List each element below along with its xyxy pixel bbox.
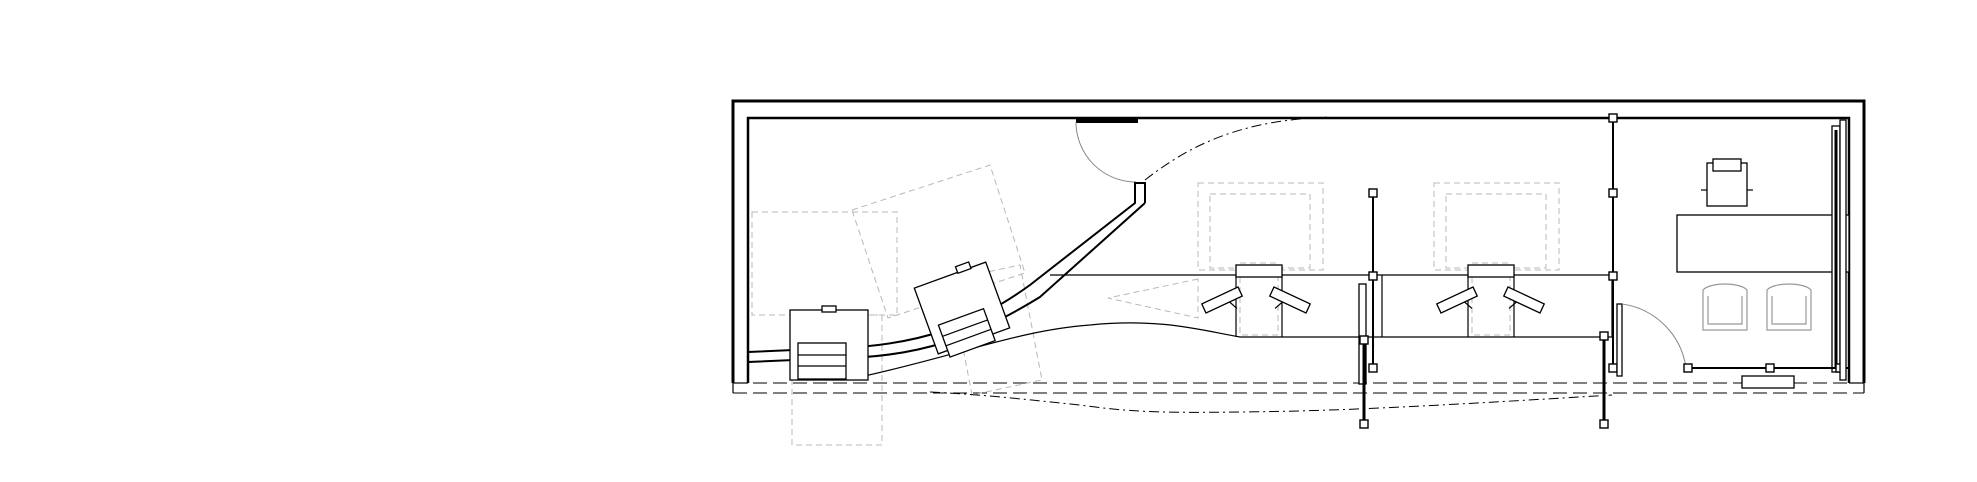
lounge-chairs xyxy=(1702,283,1812,331)
right-edge-panel xyxy=(1839,119,1847,381)
curved-track xyxy=(747,182,1613,413)
track-equipment xyxy=(789,261,1011,381)
counter-dividers xyxy=(1235,264,1515,337)
partition-walls xyxy=(1358,113,1623,429)
counter-chairs xyxy=(1200,286,1546,314)
office-furniture xyxy=(1676,125,1850,389)
desk-chair xyxy=(1701,158,1753,207)
top-entry-door xyxy=(1075,116,1331,183)
baseline-lines xyxy=(732,382,1865,394)
office-door xyxy=(1621,303,1687,369)
